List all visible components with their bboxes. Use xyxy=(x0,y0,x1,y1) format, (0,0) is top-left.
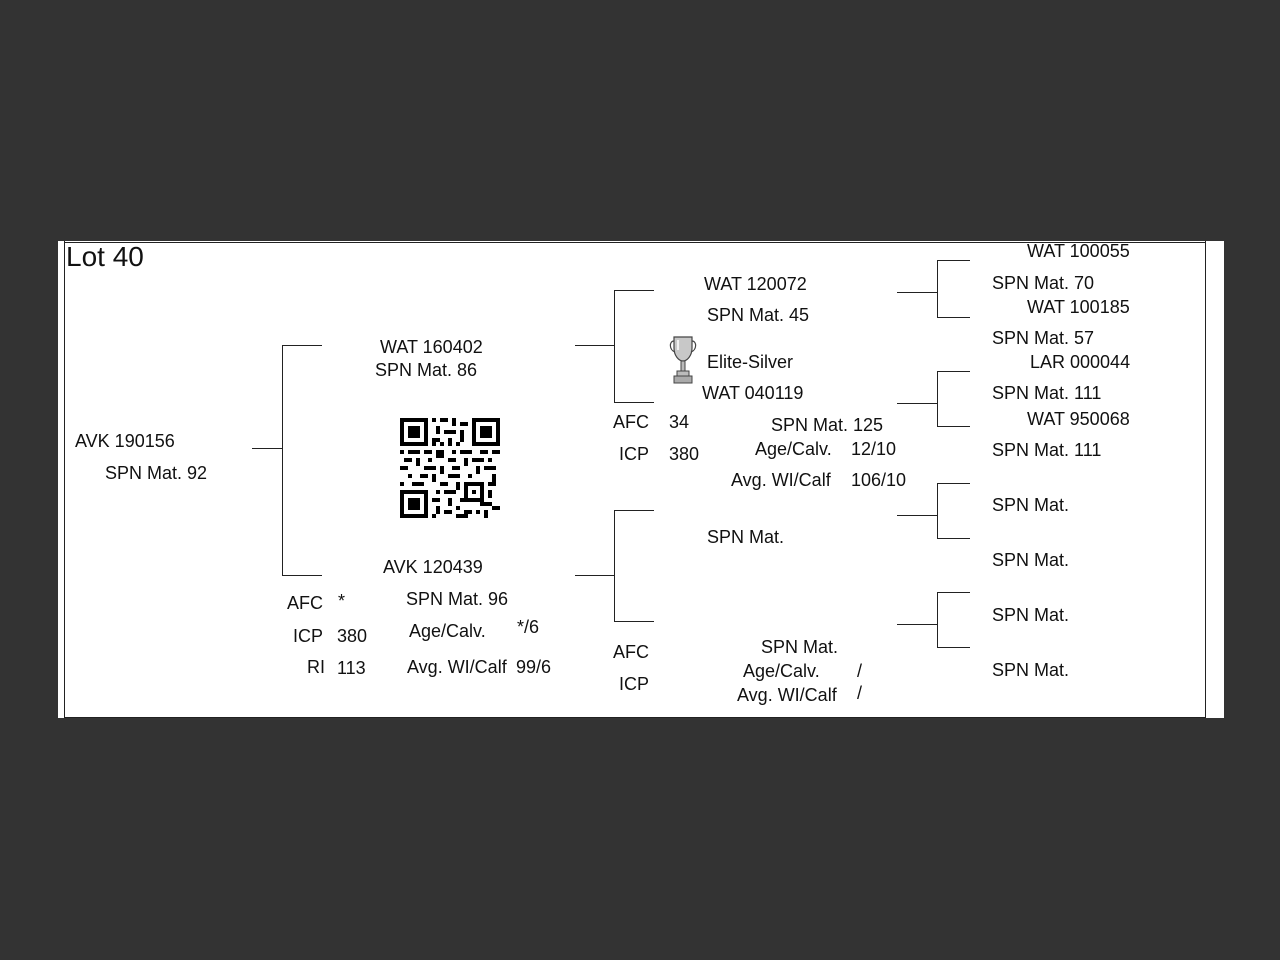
dam-id: AVK 120439 xyxy=(383,557,483,577)
sire-spn-mat: SPN Mat. 86 xyxy=(375,360,478,380)
sire-dam-avg-wi-value: 106/10 xyxy=(851,470,907,490)
dam-dam-icp-label: ICP xyxy=(619,674,650,694)
connector xyxy=(282,575,322,576)
dam-afc-value: * xyxy=(338,591,346,611)
sheet-border-top xyxy=(64,242,1206,243)
dam-dam-afc-label: AFC xyxy=(613,642,649,662)
sire-dam-icp-label: ICP xyxy=(619,444,650,464)
sire-dam-award: Elite-Silver xyxy=(707,352,794,372)
sheet-border-bottom xyxy=(64,717,1206,718)
connector xyxy=(937,317,970,318)
dam-icp-value: 380 xyxy=(337,626,368,646)
dam-dam-age-calv-value: / xyxy=(857,661,863,681)
connector xyxy=(614,621,654,622)
dam-dam-avg-wi-value: / xyxy=(857,683,863,703)
dam-spn-mat: SPN Mat. 96 xyxy=(406,589,509,609)
connector xyxy=(937,647,970,648)
gen4-spn-mat: SPN Mat. xyxy=(992,495,1070,515)
subject-id: AVK 190156 xyxy=(75,431,175,451)
gen4-id: LAR 000044 xyxy=(1030,352,1131,372)
sire-sire-spn-mat: SPN Mat. 45 xyxy=(707,305,810,325)
gen4-id: WAT 950068 xyxy=(1027,409,1130,429)
sire-dam-icp-value: 380 xyxy=(669,444,700,464)
connector xyxy=(937,592,938,647)
connector xyxy=(937,371,970,372)
connector xyxy=(937,483,970,484)
dam-dam-avg-wi-label: Avg. WI/Calf xyxy=(737,685,837,705)
connector xyxy=(937,426,970,427)
dam-age-calv-value: */6 xyxy=(517,617,540,637)
pedigree-sheet: Lot 40 AVK 190156 SPN Mat. 92 WAT 160402… xyxy=(58,241,1224,718)
connector xyxy=(937,592,970,593)
dam-age-calv-label: Age/Calv. xyxy=(409,621,486,641)
sire-dam-age-calv-value: 12/10 xyxy=(851,439,897,459)
connector xyxy=(282,345,283,575)
connector xyxy=(614,402,654,403)
lot-title: Lot 40 xyxy=(66,241,144,272)
gen4-spn-mat: SPN Mat. 111 xyxy=(992,383,1102,403)
sire-dam-afc-label: AFC xyxy=(613,412,649,432)
connector xyxy=(937,371,938,426)
connector xyxy=(897,515,937,516)
gen4-spn-mat: SPN Mat. xyxy=(992,605,1070,625)
dam-avg-wi-value: 99/6 xyxy=(516,657,552,677)
connector xyxy=(937,483,938,538)
gen4-spn-mat: SPN Mat. xyxy=(992,660,1070,680)
connector xyxy=(937,260,938,317)
connector xyxy=(614,290,654,291)
connector xyxy=(614,290,615,402)
sheet-border-right xyxy=(1205,241,1206,718)
sire-sire-id: WAT 120072 xyxy=(704,274,807,294)
dam-afc-label: AFC xyxy=(287,593,323,613)
gen4-spn-mat: SPN Mat. xyxy=(992,550,1070,570)
sire-dam-age-calv-label: Age/Calv. xyxy=(755,439,832,459)
dam-ri-value: 113 xyxy=(337,658,366,678)
connector xyxy=(937,260,970,261)
connector xyxy=(614,510,615,621)
gen4-id: WAT 100055 xyxy=(1027,241,1130,261)
sire-dam-afc-value: 34 xyxy=(669,412,690,432)
connector xyxy=(252,448,282,449)
qr-code-icon xyxy=(400,418,500,518)
dam-icp-label: ICP xyxy=(293,626,324,646)
connector xyxy=(937,538,970,539)
dam-ri-label: RI xyxy=(307,657,325,677)
subject-spn-mat: SPN Mat. 92 xyxy=(105,463,208,483)
connector xyxy=(614,510,654,511)
dam-dam-spn-mat: SPN Mat. xyxy=(761,637,839,657)
connector xyxy=(575,345,614,346)
trophy-icon xyxy=(669,336,697,384)
sire-id: WAT 160402 xyxy=(380,337,483,357)
sire-dam-id: WAT 040119 xyxy=(702,383,804,403)
dam-sire-spn-mat: SPN Mat. xyxy=(707,527,785,547)
dam-dam-age-calv-label: Age/Calv. xyxy=(743,661,820,681)
connector xyxy=(897,624,937,625)
connector xyxy=(575,575,614,576)
gen4-id: WAT 100185 xyxy=(1027,297,1130,317)
connector xyxy=(282,345,322,346)
dam-avg-wi-label: Avg. WI/Calf xyxy=(407,657,507,677)
sire-dam-spn-mat: SPN Mat. 125 xyxy=(771,415,884,435)
gen4-spn-mat: SPN Mat. 57 xyxy=(992,328,1095,348)
sheet-border-left xyxy=(64,241,65,718)
sire-dam-avg-wi-label: Avg. WI/Calf xyxy=(731,470,831,490)
gen4-spn-mat: SPN Mat. 70 xyxy=(992,273,1095,293)
connector xyxy=(897,403,937,404)
connector xyxy=(897,292,937,293)
gen4-spn-mat: SPN Mat. 111 xyxy=(992,440,1102,460)
